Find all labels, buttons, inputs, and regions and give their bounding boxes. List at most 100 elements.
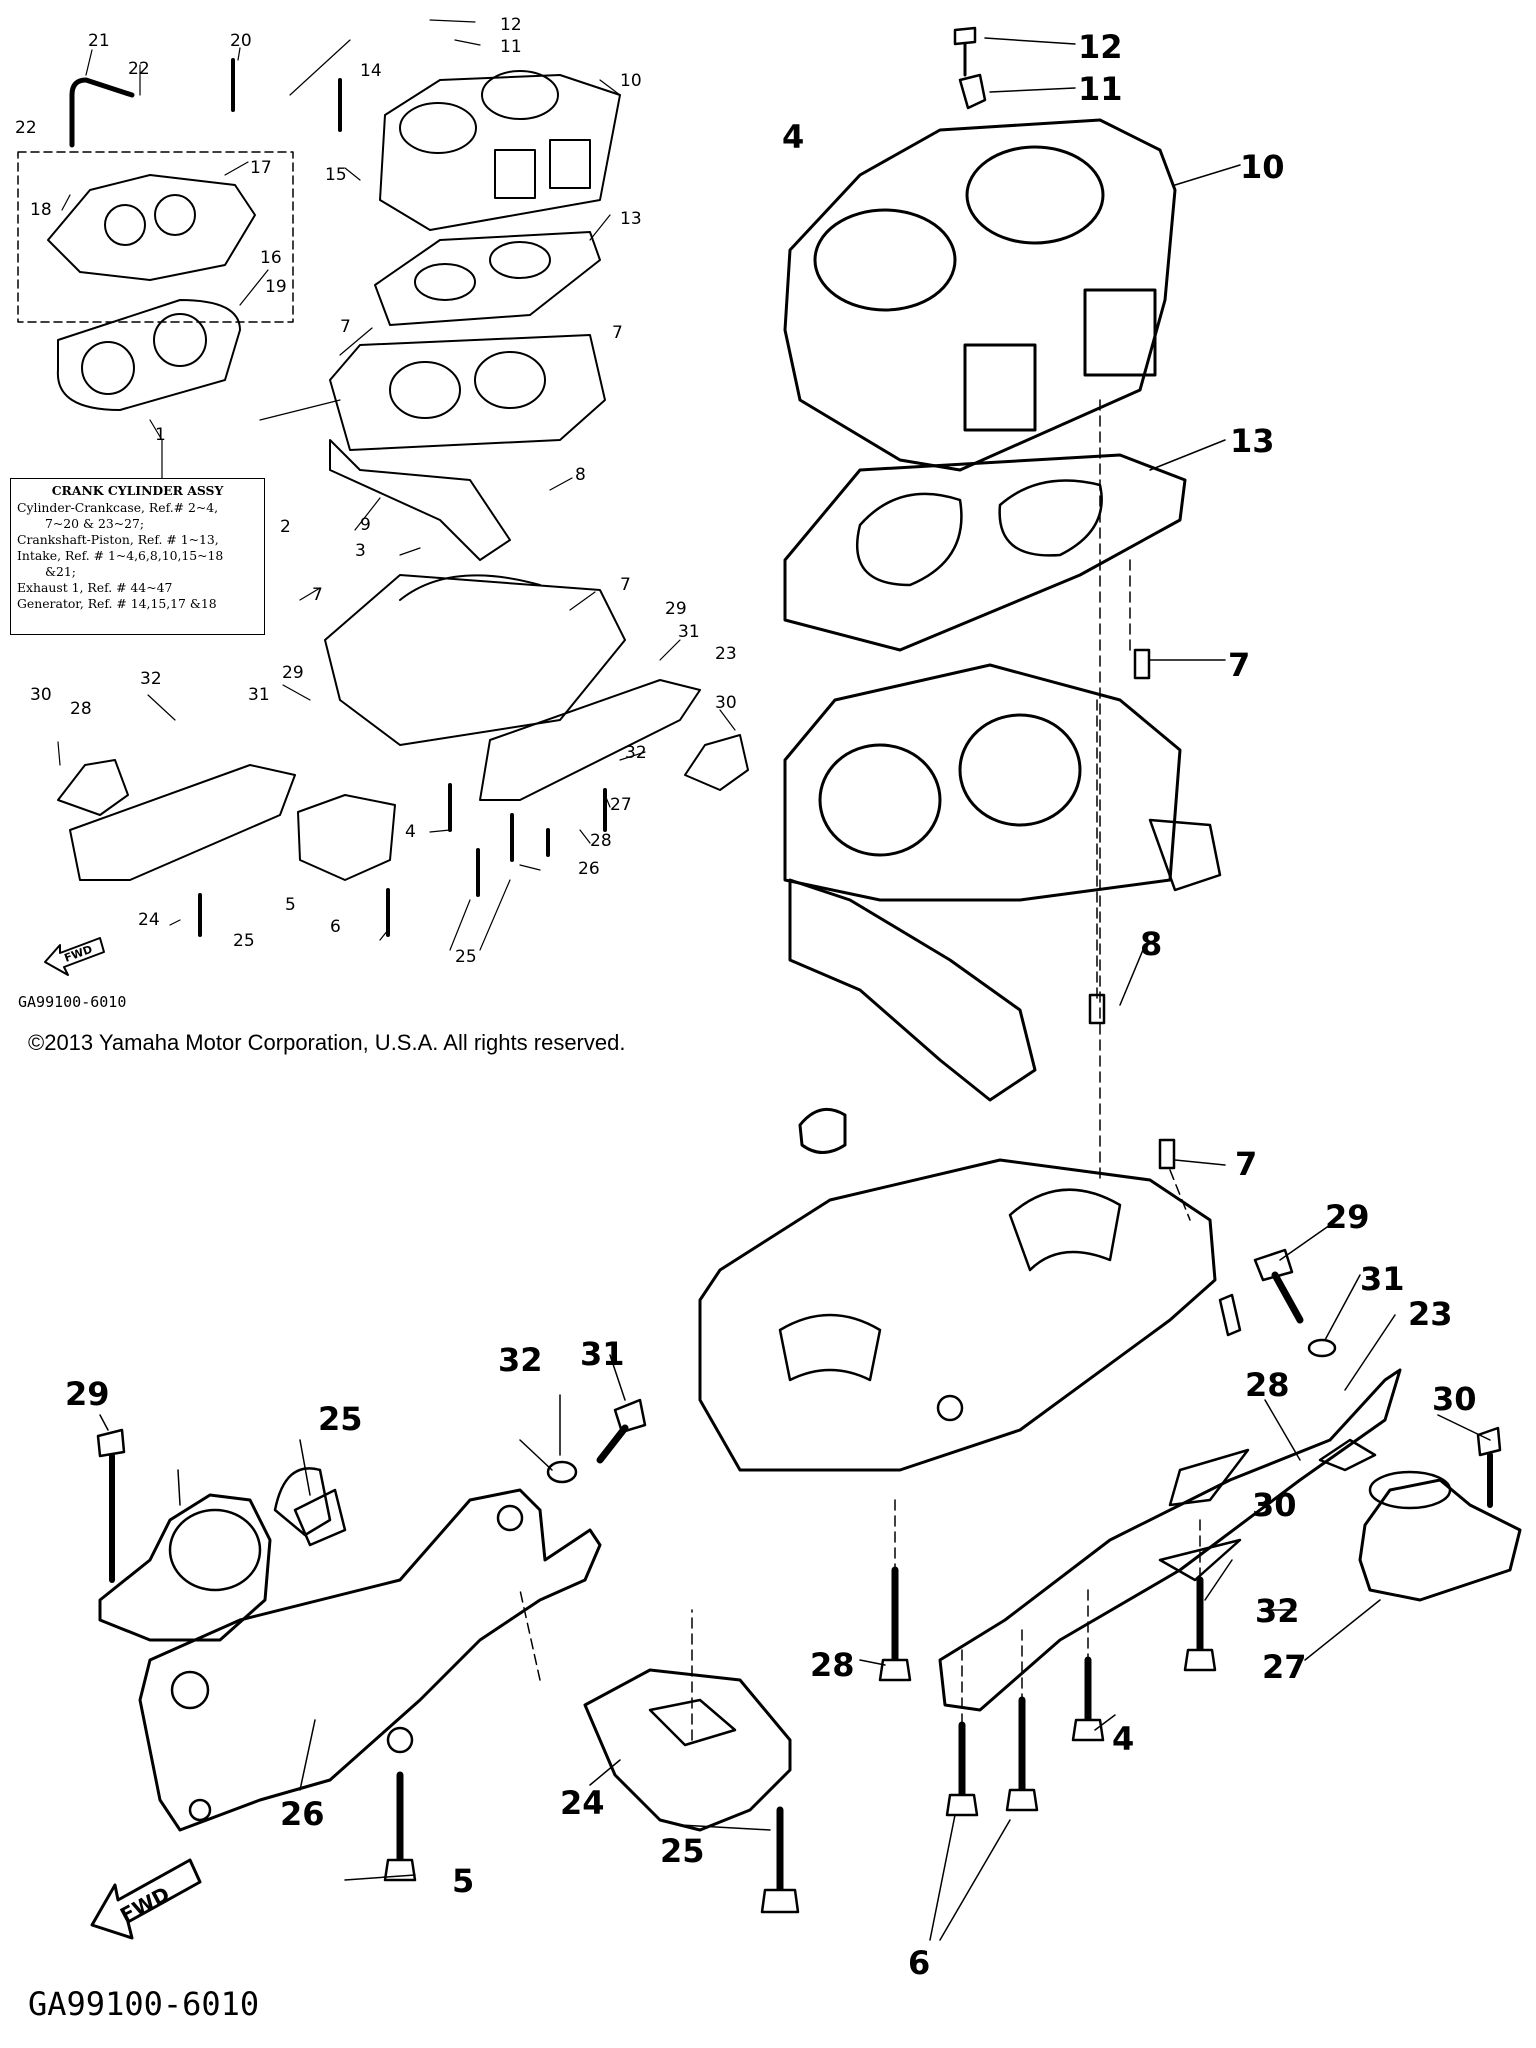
crankcase-bore-1-detail	[818, 743, 942, 857]
callout: 28	[590, 831, 612, 851]
callout: 13	[1230, 422, 1275, 460]
bracket-tab	[293, 1488, 347, 1547]
cylinder-block-detail	[783, 118, 1177, 472]
dowel-pin	[1133, 648, 1151, 680]
mount-hole-3	[496, 1504, 524, 1532]
boss-hole	[936, 1394, 964, 1422]
intake-group-box	[17, 151, 294, 323]
intake-port-2	[154, 194, 196, 236]
exhaust-port-1-detail	[963, 343, 1037, 432]
callout: 30	[1252, 1486, 1297, 1524]
callout: 5	[285, 895, 296, 915]
engine-mount-right-detail	[938, 1368, 1402, 1712]
stay-bracket	[958, 73, 987, 110]
callout: 22	[128, 59, 150, 79]
detail-bolts	[396, 1566, 1204, 1894]
bracket-32-left	[273, 1467, 332, 1537]
rubber-mount-body	[168, 1508, 262, 1592]
callout: 29	[282, 663, 304, 683]
upper-crankcase-detail	[783, 663, 1182, 902]
spacer-block	[297, 794, 396, 881]
cylinder-bore-1-detail	[813, 208, 957, 312]
rubber-mount-top	[1368, 1470, 1452, 1510]
bolt-head	[1183, 1648, 1217, 1672]
callout: 7	[312, 585, 323, 605]
legend-box: CRANK CYLINDER ASSY Cylinder-Crankcase, …	[10, 478, 265, 635]
mount-pin	[1218, 1293, 1242, 1337]
gasket-bore-2	[489, 241, 551, 279]
upper-crankcase	[329, 334, 606, 451]
callout: 30	[30, 685, 52, 705]
cylinder-gasket-detail	[783, 453, 1187, 652]
cylinder-bore-2-detail	[965, 145, 1105, 245]
crankcase-skirt-detail	[788, 878, 1037, 1102]
callout: 16	[260, 248, 282, 268]
callout: 27	[1262, 1648, 1307, 1686]
callout: 8	[575, 465, 586, 485]
callout: 23	[715, 644, 737, 664]
callout: 15	[325, 165, 347, 185]
journal-1	[1008, 1188, 1122, 1272]
spacer-pad	[648, 1698, 737, 1747]
callout: 20	[230, 31, 252, 51]
callout: 32	[140, 669, 162, 689]
cylinder-gasket	[374, 231, 601, 326]
callout: 24	[560, 1784, 605, 1822]
callout: 28	[1245, 1366, 1290, 1404]
rubber-mount-left	[57, 759, 129, 816]
bracket-32-right	[1318, 1438, 1377, 1472]
engine-mount-left	[69, 764, 296, 881]
callout: 9	[360, 515, 371, 535]
bolt-head	[1253, 1248, 1294, 1282]
callout: 4	[782, 118, 804, 156]
intake-gasket	[56, 299, 241, 411]
bolt-shank	[596, 1424, 629, 1464]
bolt-head	[945, 1793, 979, 1817]
callout: 8	[1140, 925, 1162, 963]
bolt-shank	[1271, 1271, 1304, 1324]
engine-mount-right	[479, 679, 701, 801]
lower-crankcase-detail	[698, 1158, 1217, 1472]
legend-row: Cylinder-Crankcase, Ref.# 2~4,	[17, 500, 219, 515]
fwd-arrow-detail	[90, 1858, 202, 1940]
callout: 2	[280, 517, 291, 537]
bolt-head	[760, 1888, 800, 1914]
intake-manifold	[47, 174, 256, 281]
callout: 7	[1235, 1145, 1257, 1183]
callout: 17	[250, 158, 272, 178]
callout: 10	[1240, 148, 1285, 186]
gasket-hole-2	[153, 313, 207, 367]
spacer-block-detail	[583, 1668, 792, 1832]
legend-row: 7~20 & 23~27;	[45, 516, 145, 531]
callout: 4	[405, 822, 416, 842]
gasket-bore-1-detail	[855, 492, 963, 587]
legend-row: Crankshaft-Piston, Ref. # 1~13,	[17, 532, 219, 547]
callout: 21	[88, 31, 110, 51]
crankcase-bore-2-detail	[958, 713, 1082, 827]
mount-hole-1	[170, 1670, 210, 1710]
callout: 26	[578, 859, 600, 879]
callout: 31	[248, 685, 270, 705]
dowel-pin	[1088, 993, 1106, 1025]
crankcase-journal	[399, 574, 541, 601]
callout: 31	[580, 1335, 625, 1373]
gasket-bore-2-detail	[998, 479, 1103, 557]
bolt-head	[878, 1658, 912, 1682]
bolt-head	[1476, 1426, 1502, 1457]
detail-leader-lines	[99, 37, 1491, 1941]
callout: 4	[1112, 1720, 1134, 1758]
callout: 11	[1078, 70, 1123, 108]
legend-row: Generator, Ref. # 14,15,17 &18	[17, 596, 217, 611]
crankcase-bore-1	[389, 361, 461, 419]
callout: 7	[620, 575, 631, 595]
cylinder-block	[379, 74, 621, 231]
detail-diagram	[90, 26, 1522, 1941]
callout: 14	[360, 61, 382, 81]
dowel-pin	[1158, 1138, 1176, 1170]
callout: 32	[625, 743, 647, 763]
exhaust-port-2-detail	[1083, 288, 1157, 377]
legend-row: Intake, Ref. # 1~4,6,8,10,15~18	[17, 548, 224, 563]
callout: 7	[340, 317, 351, 337]
cylinder-bore-2	[481, 70, 559, 120]
